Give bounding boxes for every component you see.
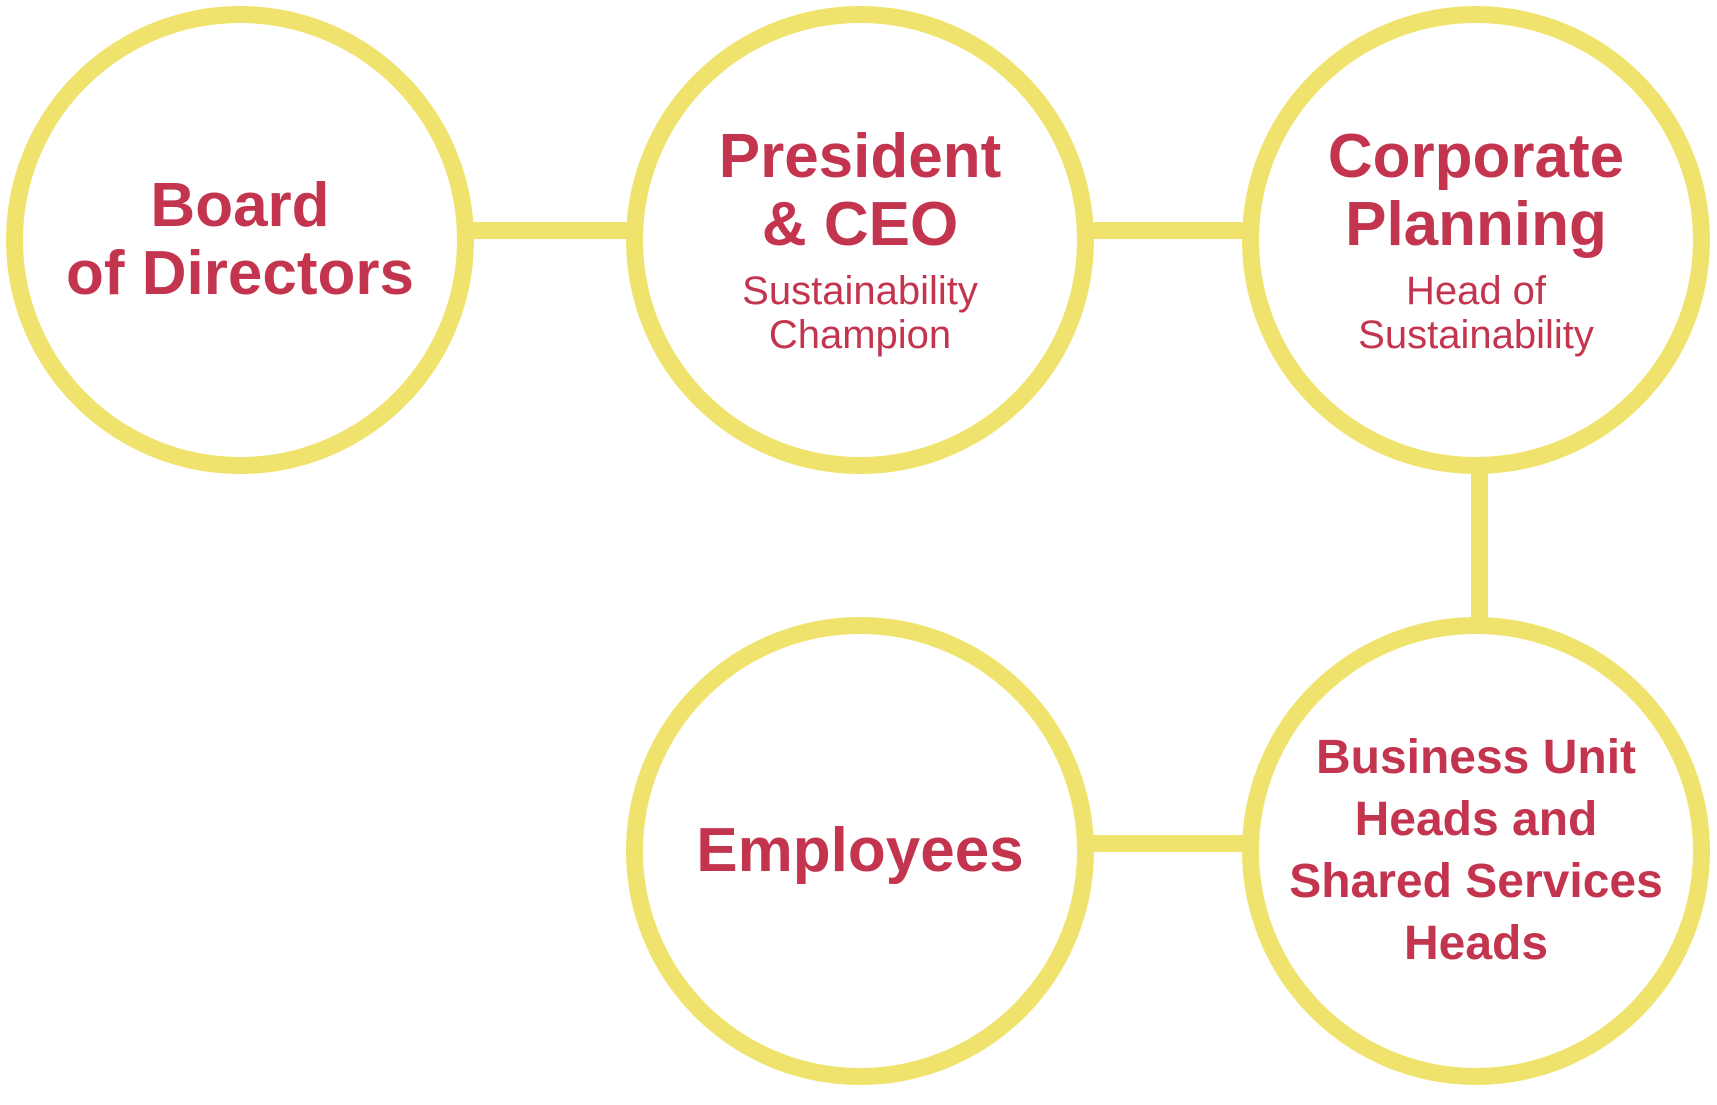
node-board-of-directors: Board of Directors [6, 6, 474, 474]
connector-employees-business-units [1085, 835, 1250, 852]
connector-board-president [460, 222, 635, 239]
board-title: Board of Directors [66, 171, 414, 308]
node-employees: Employees [626, 617, 1094, 1085]
node-president-ceo: President & CEO Sustainability Champion [626, 6, 1094, 474]
employees-title: Employees [696, 816, 1024, 885]
president-title: President & CEO [718, 122, 1002, 259]
planning-subtitle: Head of Sustainability [1358, 269, 1594, 357]
node-corporate-planning: Corporate Planning Head of Sustainabilit… [1242, 6, 1710, 474]
connector-planning-business-units [1471, 460, 1488, 640]
business-units-title: Business Unit Heads and Shared Services … [1289, 731, 1663, 970]
president-subtitle: Sustainability Champion [742, 269, 978, 357]
node-business-unit-heads: Business Unit Heads and Shared Services … [1242, 617, 1710, 1085]
connector-president-planning [1085, 222, 1250, 239]
planning-title: Corporate Planning [1327, 122, 1625, 259]
